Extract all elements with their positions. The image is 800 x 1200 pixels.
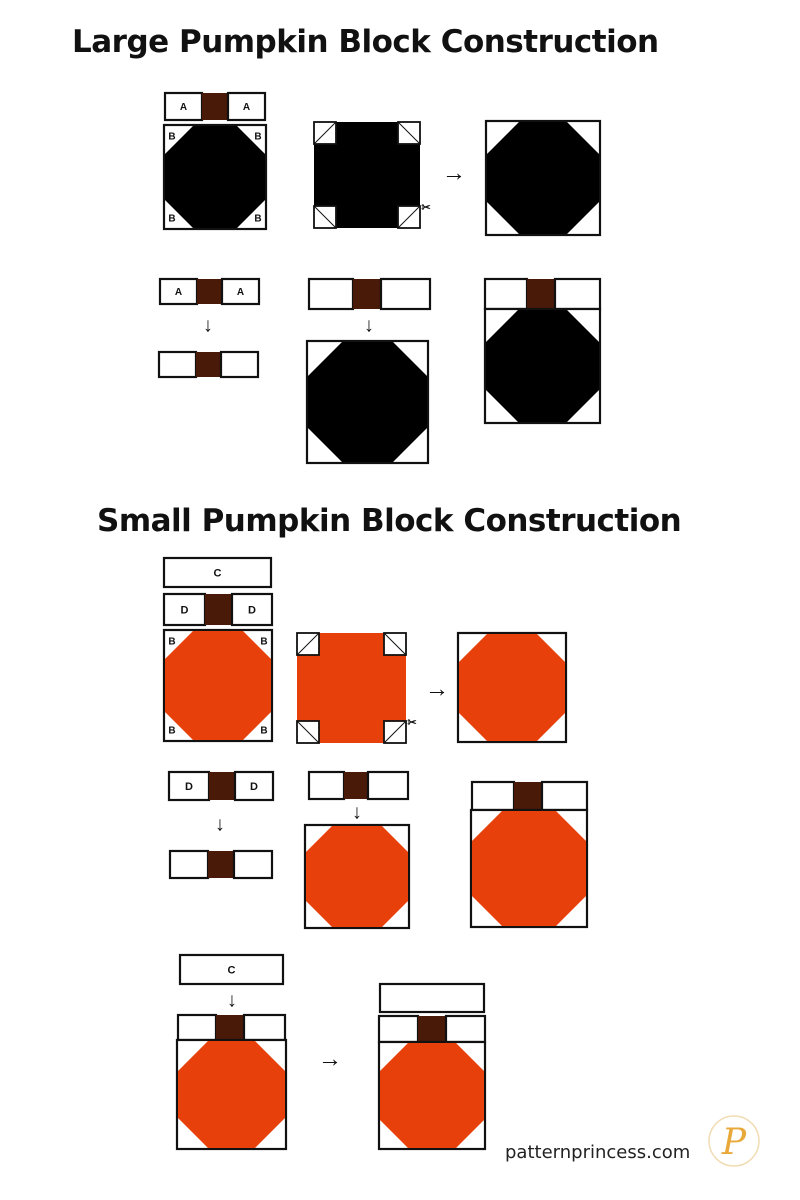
sewing-line — [397, 121, 421, 145]
stem-unit-side — [168, 849, 210, 880]
piece-c-sewn — [378, 982, 486, 1014]
stem-unit-side — [242, 1013, 287, 1042]
piece-a — [226, 91, 267, 122]
arrow-down-icon: ↓ — [352, 801, 362, 823]
piece-c-label: C — [228, 964, 236, 976]
stem-piece — [353, 279, 381, 309]
piece-d — [230, 592, 274, 627]
stem-piece — [418, 1016, 446, 1042]
svg-text:P: P — [721, 1122, 747, 1163]
stem-piece — [208, 851, 234, 878]
corner-label-b: B — [168, 214, 175, 225]
small-pumpkin-title: Small Pumpkin Block Construction — [97, 503, 682, 539]
stem-unit-side — [483, 277, 529, 311]
stem-unit-side — [366, 770, 410, 801]
piece-c-label: C — [214, 567, 222, 579]
pumpkin-body — [459, 634, 565, 741]
pumpkin-body — [165, 126, 265, 228]
pumpkin-body — [472, 811, 586, 926]
piece-a-label: A — [237, 287, 244, 298]
stem-piece — [514, 782, 542, 810]
piece-a — [220, 277, 261, 306]
sewing-line — [383, 720, 407, 744]
stem-unit-side — [176, 1013, 218, 1042]
stem-piece — [216, 1015, 244, 1040]
pumpkin-body — [486, 310, 599, 422]
stem-unit-side — [377, 1014, 420, 1044]
arrow-down-icon: ↓ — [203, 314, 213, 336]
stem-piece — [344, 772, 368, 799]
website-link[interactable]: patternprincess.com — [505, 1142, 691, 1163]
corner-label-b: B — [168, 726, 175, 737]
stem-unit-side — [470, 780, 516, 812]
scissors-icon: ✂ — [421, 202, 430, 214]
arrow-right-icon: → — [318, 1045, 342, 1072]
piece-a — [163, 91, 204, 122]
pumpkin-body — [165, 631, 271, 740]
stem-unit-side — [444, 1014, 487, 1044]
stem-piece — [202, 93, 228, 120]
pumpkin-body — [306, 826, 408, 927]
arrow-down-icon: ↓ — [364, 314, 374, 336]
stem-unit-side — [232, 849, 274, 880]
piece-a-label: A — [175, 287, 182, 298]
stem-unit-side — [540, 780, 589, 812]
large-pumpkin-title: Large Pumpkin Block Construction — [72, 24, 659, 60]
piece-d-label: D — [250, 781, 258, 793]
sewing-line — [383, 632, 407, 656]
piece-d-label: D — [181, 604, 189, 616]
piece-d-label: D — [248, 604, 256, 616]
piece-d-label: D — [185, 781, 193, 793]
stem-piece — [209, 772, 235, 800]
stem-unit-side — [307, 770, 346, 801]
stem-piece — [197, 279, 222, 304]
corner-label-b: B — [168, 132, 175, 143]
corner-label-b: B — [254, 132, 261, 143]
pumpkin-body — [380, 1043, 484, 1148]
arrow-right-icon: → — [425, 675, 449, 702]
corner-label-b: B — [168, 637, 175, 648]
sewing-line — [313, 205, 337, 229]
stem-unit-side — [379, 277, 432, 311]
arrow-down-icon: ↓ — [215, 813, 225, 835]
arrow-right-icon: → — [442, 159, 466, 186]
sewing-line — [296, 632, 320, 656]
stem-unit-side — [307, 277, 355, 311]
piece-d — [162, 592, 207, 627]
corner-label-b: B — [260, 637, 267, 648]
piece-d — [233, 770, 275, 802]
stem-piece — [196, 352, 221, 377]
stem-unit-side — [553, 277, 602, 311]
piece-a-label: A — [180, 102, 187, 113]
piece-c — [178, 953, 285, 986]
corner-label-b: B — [254, 214, 261, 225]
sewing-line — [397, 205, 421, 229]
stem-piece — [527, 279, 555, 309]
stem-unit-side — [157, 350, 198, 379]
arrow-down-icon: ↓ — [227, 989, 237, 1011]
scissors-icon: ✂ — [407, 717, 416, 729]
sewing-line — [313, 121, 337, 145]
pumpkin-body — [487, 122, 599, 234]
piece-a-label: A — [243, 102, 250, 113]
corner-label-b: B — [260, 726, 267, 737]
stem-unit-side — [219, 350, 260, 379]
stem-piece — [205, 594, 232, 625]
pumpkin-body — [308, 342, 427, 462]
pattern-princess-logo: P — [708, 1115, 760, 1167]
piece-d — [167, 770, 211, 802]
pumpkin-body — [178, 1041, 285, 1148]
piece-c — [162, 556, 273, 589]
sewing-line — [296, 720, 320, 744]
